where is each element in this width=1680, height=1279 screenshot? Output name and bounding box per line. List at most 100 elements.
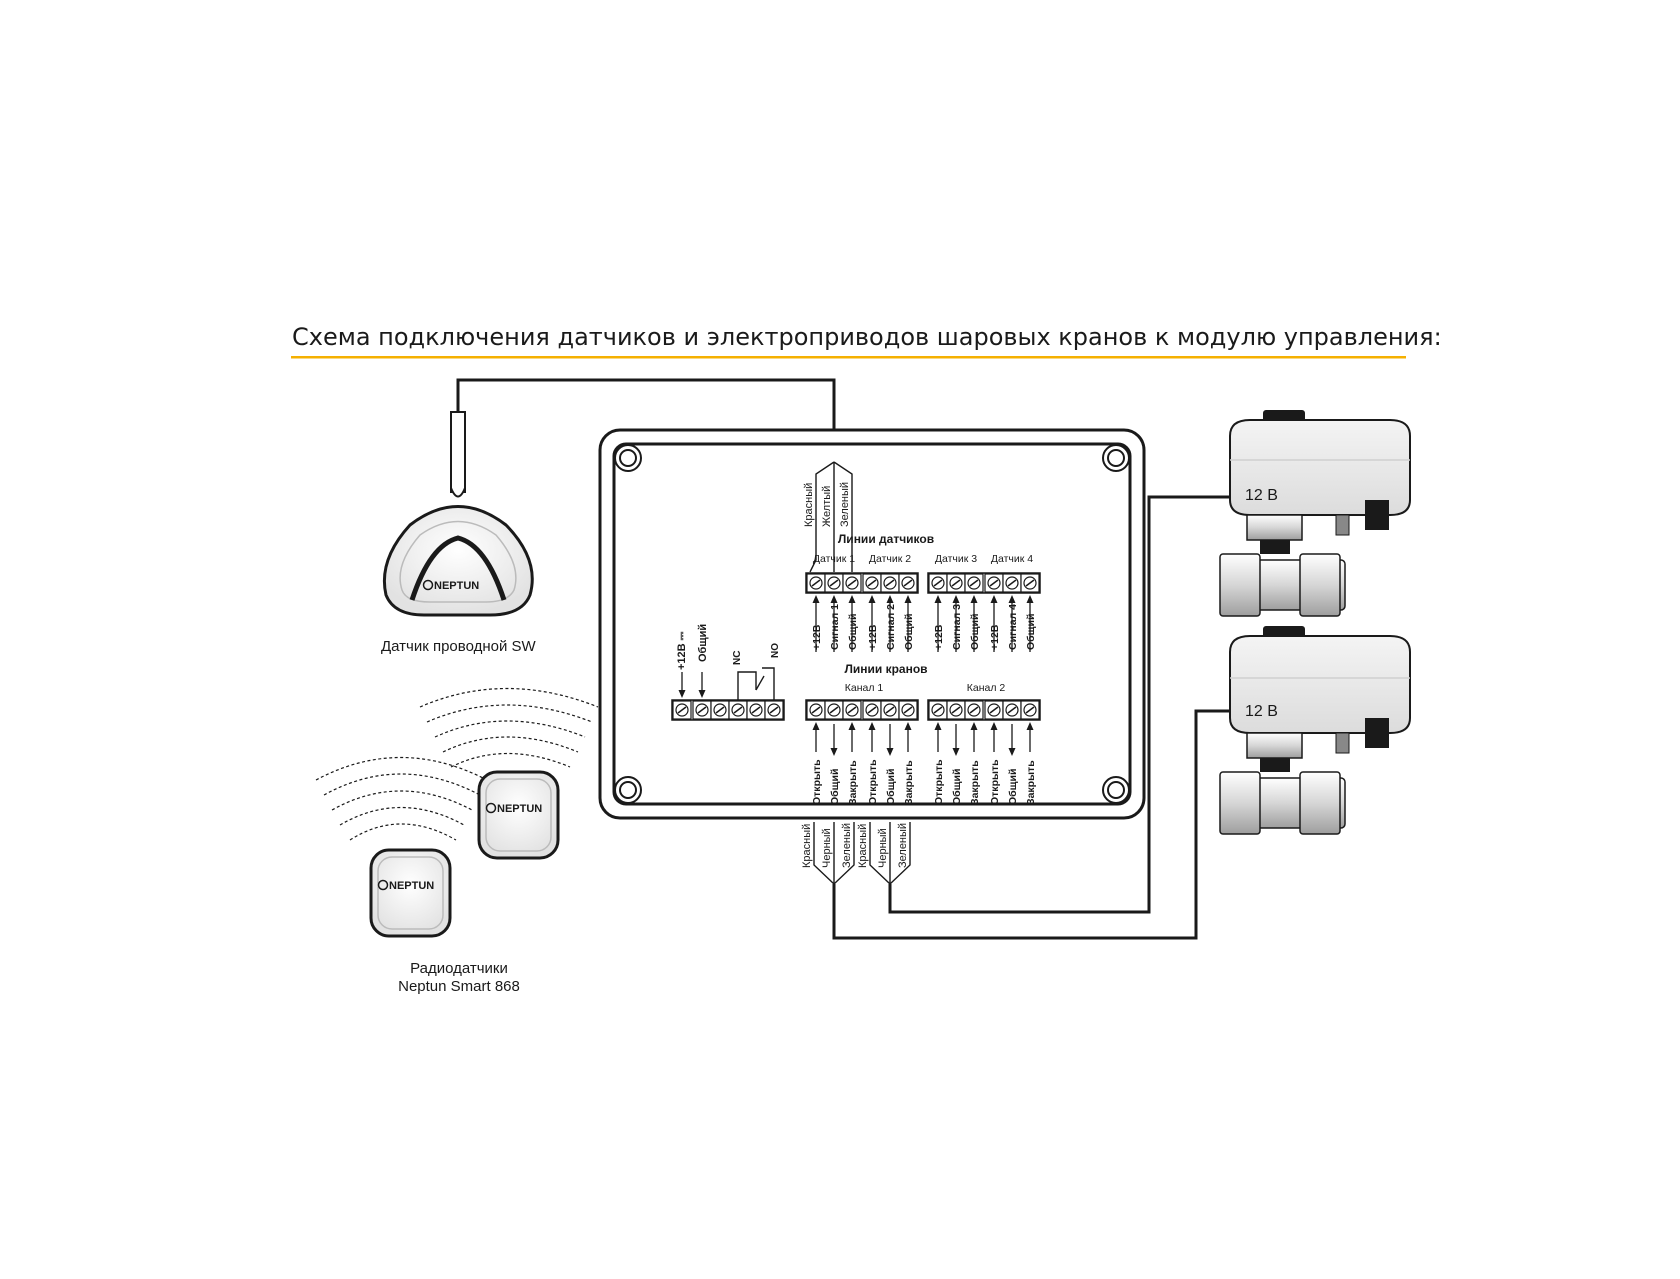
- sensor-terminal-label: +12В: [867, 624, 879, 650]
- valve-terminal-label: Открыть: [867, 759, 879, 805]
- valve-cable-1: [888, 495, 1230, 914]
- radio-sensors-label-1: Радиодатчики: [410, 960, 508, 977]
- radio-sensor-logo: NEPTUN: [389, 880, 434, 892]
- terminal-screw-icon: [862, 700, 882, 720]
- arrow-down-icon: [952, 748, 960, 756]
- arrow-down-icon: [698, 690, 706, 698]
- arrow-up-icon: [830, 595, 838, 603]
- valve-voltage-label: 12 В: [1245, 703, 1278, 720]
- wired-sensor: NEPTUN: [382, 411, 534, 617]
- terminal-screw-icon: [1002, 573, 1022, 593]
- arrow-up-icon: [970, 722, 978, 730]
- arrow-up-icon: [990, 595, 998, 603]
- valve-terminal-label: Общий: [1007, 769, 1019, 805]
- arrow-up-icon: [970, 595, 978, 603]
- power-terminal-label: +12В ⎓: [676, 631, 688, 670]
- valve-terminal-label: Общий: [829, 769, 841, 805]
- valve-lines-title: Линии кранов: [844, 662, 927, 676]
- arrow-down-icon: [886, 748, 894, 756]
- sensor-terminal-label: +12В: [811, 624, 823, 650]
- sensor-group-label: Датчик 1: [813, 553, 855, 565]
- terminal-screw-icon: [964, 700, 984, 720]
- arrow-up-icon: [1008, 595, 1016, 603]
- page-title: Схема подключения датчиков и электроприв…: [292, 323, 1442, 351]
- corner-screw-icon: [1102, 444, 1130, 472]
- radio-waves-icon: [315, 687, 599, 841]
- valve-actuator-2: [1219, 626, 1411, 835]
- arrow-up-icon: [868, 595, 876, 603]
- arrow-up-icon: [934, 595, 942, 603]
- bottom-wire-label: Красный: [857, 824, 869, 868]
- terminal-screw-icon: [880, 700, 900, 720]
- arrow-up-icon: [952, 595, 960, 603]
- terminal-screw-icon: [964, 573, 984, 593]
- arrow-down-icon: [830, 748, 838, 756]
- sensor-terminal-block: [805, 572, 1041, 594]
- terminal-screw-icon: [1020, 700, 1040, 720]
- valve-terminal-label: Открыть: [933, 759, 945, 805]
- sensor-group-label: Датчик 4: [991, 553, 1033, 565]
- sensor-terminal-label: Сигнал 4: [1007, 604, 1019, 650]
- valve-group-label: Канал 2: [967, 682, 1006, 694]
- terminal-screw-icon: [806, 573, 826, 593]
- radio-sensor-1: NEPTUN: [477, 770, 560, 860]
- valve-terminal-label: Открыть: [811, 759, 823, 805]
- bottom-wire-bundle-1: [813, 822, 855, 885]
- terminal-screw-icon: [898, 700, 918, 720]
- valve-cable-2: [832, 709, 1230, 940]
- terminal-screw-icon: [746, 700, 766, 720]
- valve-terminal-labels: Открыть Общий Закрыть Открыть Общий Закрыть От…: [811, 722, 1037, 805]
- terminal-screw-icon: [928, 700, 948, 720]
- neptun-logo-icon: [485, 802, 497, 814]
- arrow-up-icon: [904, 722, 912, 730]
- sensor-terminal-label: Сигнал 2: [885, 604, 897, 650]
- terminal-screw-icon: [728, 700, 748, 720]
- valve-terminal-label: Общий: [951, 769, 963, 805]
- valve-terminal-label: Открыть: [989, 759, 1001, 805]
- sensor-group-label: Датчик 3: [935, 553, 977, 565]
- corner-screw-icon: [614, 776, 642, 804]
- arrow-down-icon: [1008, 748, 1016, 756]
- bottom-wire-label: Красный: [801, 824, 813, 868]
- arrow-up-icon: [848, 595, 856, 603]
- terminal-screw-icon: [672, 700, 692, 720]
- arrow-up-icon: [1026, 595, 1034, 603]
- title-underline: [291, 356, 1406, 359]
- valve-terminal-label: Закрыть: [847, 760, 859, 805]
- power-terminal-label: Общий: [697, 624, 709, 662]
- terminal-screw-icon: [1020, 573, 1040, 593]
- terminal-screw-icon: [842, 700, 862, 720]
- valve-terminal-label: Закрыть: [969, 760, 981, 805]
- top-wire-bundle: [809, 461, 853, 573]
- top-wire-label: Зеленый: [839, 482, 851, 527]
- arrow-up-icon: [812, 595, 820, 603]
- neptun-logo-icon: [377, 879, 389, 891]
- arrow-up-icon: [886, 595, 894, 603]
- terminal-screw-icon: [1002, 700, 1022, 720]
- wired-sensor-cable: [456, 378, 836, 462]
- arrow-down-icon: [678, 690, 686, 698]
- sensor-terminal-label: Сигнал 3: [951, 604, 963, 650]
- arrow-up-icon: [904, 595, 912, 603]
- terminal-screw-icon: [710, 700, 730, 720]
- arrow-up-icon: [812, 722, 820, 730]
- corner-screw-icon: [1102, 776, 1130, 804]
- sensor-terminal-label: Общий: [969, 614, 981, 650]
- terminal-screw-icon: [764, 700, 784, 720]
- valve-voltage-label: 12 В: [1245, 487, 1278, 504]
- terminal-screw-icon: [984, 573, 1004, 593]
- arrow-up-icon: [848, 722, 856, 730]
- bottom-wire-label: Зеленый: [841, 823, 853, 868]
- wired-sensor-logo: NEPTUN: [434, 580, 479, 592]
- sensor-terminal-label: Общий: [1025, 614, 1037, 650]
- arrow-up-icon: [934, 722, 942, 730]
- bottom-wire-bundle-2: [869, 822, 911, 885]
- neptun-logo-icon: [422, 579, 434, 591]
- top-wire-label: Красный: [803, 483, 815, 527]
- terminal-screw-icon: [898, 573, 918, 593]
- arrow-up-icon: [868, 722, 876, 730]
- relay-nc-label: NC: [732, 651, 743, 665]
